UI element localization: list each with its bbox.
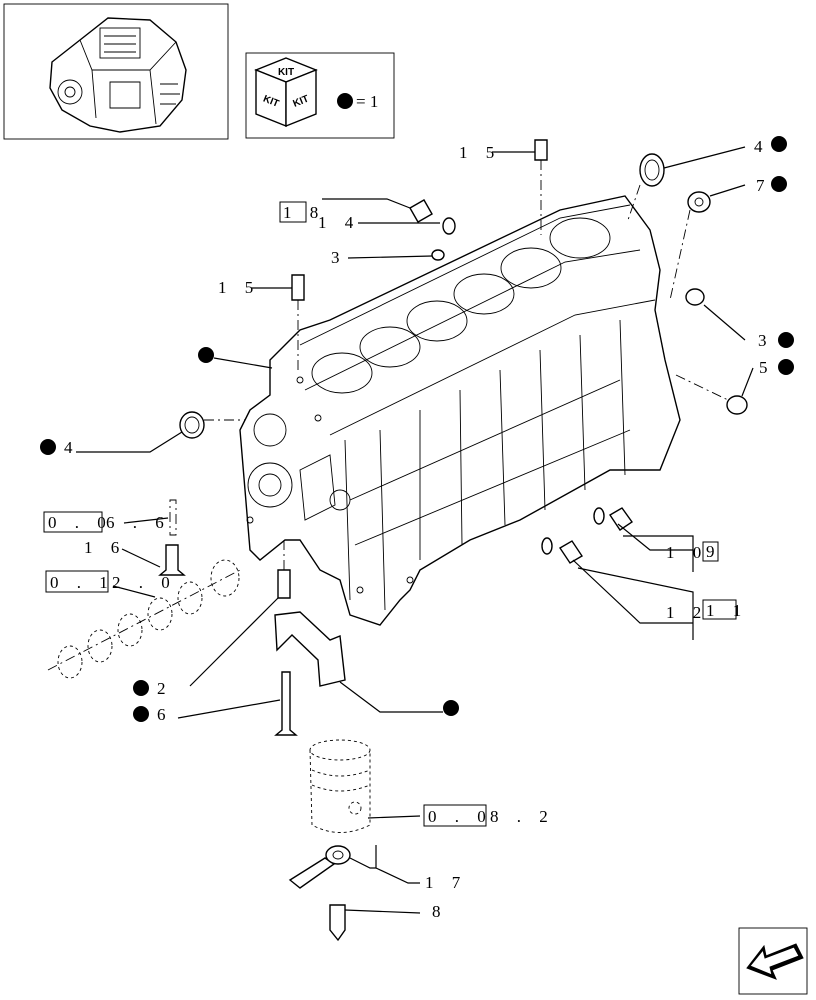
- kit-cube-icon: [254, 57, 318, 128]
- back-arrow-icon: [746, 943, 804, 980]
- washer: [541, 537, 553, 555]
- parts: [47, 139, 748, 942]
- cylinder-bore: [311, 352, 373, 394]
- cylinder-bore: [359, 326, 421, 368]
- callout-12: 1 2: [666, 603, 708, 622]
- kit-marker-dot: [771, 176, 787, 192]
- dowel-pin: [277, 569, 291, 599]
- callout-14: 1 4: [318, 213, 360, 232]
- kit-legend: KIT KIT KIT = 1: [245, 52, 395, 139]
- dowel-pin: [291, 274, 305, 301]
- piston-reference: [309, 739, 371, 833]
- kit-marker-dot: [40, 439, 56, 455]
- cylinder-bore: [500, 247, 562, 289]
- callout-7: 7: [756, 176, 772, 195]
- seal-ring: [639, 153, 665, 187]
- banjo-bolt: [329, 904, 346, 942]
- callout-15-top: 1 5: [459, 143, 501, 162]
- ref-12-box: 0 . 1: [50, 573, 115, 592]
- leader-lines: [76, 146, 754, 914]
- kit-markers: [40, 136, 794, 722]
- ref-06-box: 0 . 0: [48, 513, 113, 532]
- cup-plug: [431, 249, 445, 261]
- washer: [593, 507, 605, 525]
- ref-08-tail: 8 . 2: [490, 807, 555, 826]
- dowel-pin: [534, 139, 548, 161]
- engine-block: [239, 195, 681, 626]
- callout-3-right: 3: [758, 331, 774, 350]
- callout-4-top: 4: [754, 137, 770, 156]
- bush: [687, 191, 711, 213]
- oil-jet: [158, 544, 186, 576]
- kit-marker-dot: [771, 136, 787, 152]
- callout-6: 6: [157, 705, 173, 724]
- callout-10: 1 0: [666, 543, 708, 562]
- cylinder-bore: [549, 217, 611, 259]
- previous-page-button[interactable]: [738, 927, 808, 995]
- callout-10-box: 9: [706, 542, 722, 561]
- kit-marker-dot: [133, 706, 149, 722]
- reference-boxes: [43, 201, 737, 827]
- kit-dot-icon: [337, 93, 353, 109]
- plug: [409, 199, 433, 223]
- engine-thumbnail-icon: [49, 17, 187, 133]
- seal-ring: [179, 411, 205, 439]
- kit-marker-dot: [443, 700, 459, 716]
- ref-06-tail: 6 . 6: [106, 513, 171, 532]
- callout-12-box: 1 1: [706, 601, 748, 620]
- kit-marker-dot: [198, 347, 214, 363]
- kit-marker-dot: [778, 359, 794, 375]
- kit-marker-dot: [133, 680, 149, 696]
- callout-5: 5: [759, 358, 775, 377]
- callout-16: 1 6: [84, 538, 126, 557]
- camshaft: [47, 559, 241, 679]
- kit-badge-top: KIT: [278, 67, 294, 78]
- callout-18: 1 8: [283, 203, 325, 222]
- cap-bolt: [274, 671, 298, 736]
- cup-plug: [685, 288, 705, 306]
- engine-thumbnail: [3, 3, 229, 140]
- callout-2: 2: [157, 679, 173, 698]
- callout-4-left: 4: [64, 438, 80, 457]
- kit-equals-text: = 1: [356, 92, 378, 111]
- plug: [559, 540, 583, 564]
- callout-15-left: 1 5: [218, 278, 260, 297]
- plug: [609, 507, 633, 531]
- cylinder-bore: [453, 273, 515, 315]
- kit-marker-dot: [778, 332, 794, 348]
- ref-08-box: 0 . 0: [428, 807, 493, 826]
- callout-3-top: 3: [331, 248, 347, 267]
- washer: [442, 217, 456, 235]
- cup-plug: [726, 395, 748, 415]
- bearing-cap: [274, 611, 346, 687]
- ref-12-tail: 2 . 0: [112, 573, 177, 592]
- callout-17: 1 7: [425, 873, 467, 892]
- callout-8: 8: [432, 902, 448, 921]
- callout-labels: 1 5 1 8 1 4 3 1 5 4 7 3 5 4 0 . 0 6 . 6 …: [48, 137, 775, 921]
- cylinder-bore: [406, 300, 468, 342]
- oil-spray-nozzle: [288, 857, 336, 889]
